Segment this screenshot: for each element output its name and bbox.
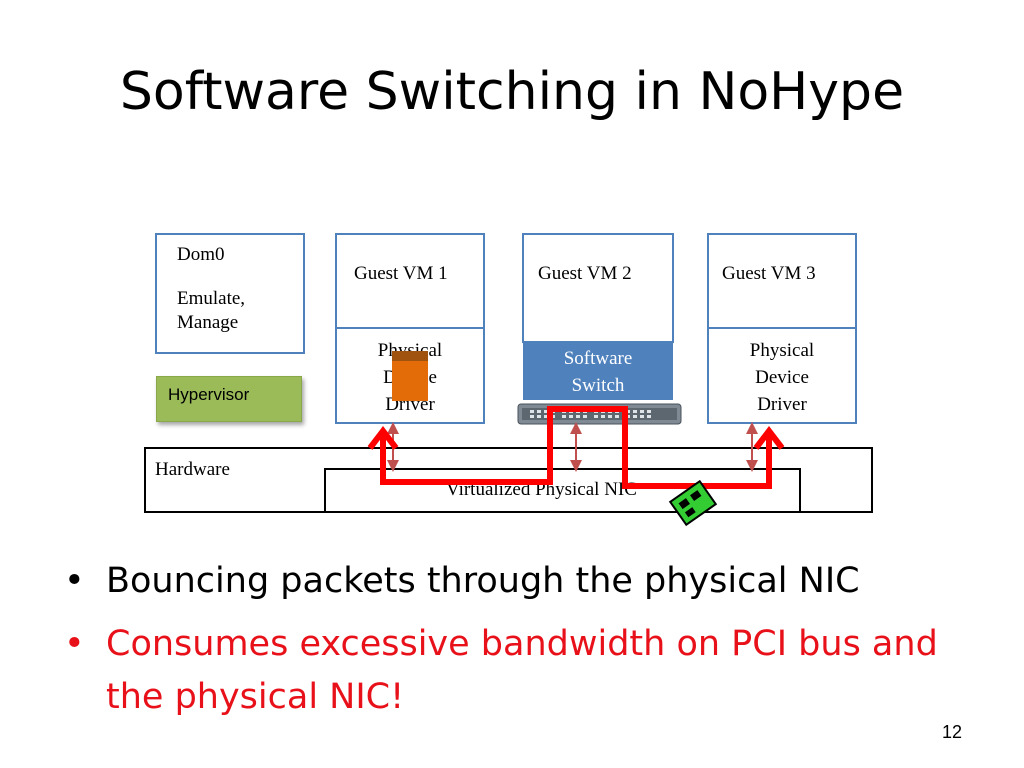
software-switch-line1: Software [563,348,633,369]
packet-bounce-path [367,406,785,489]
guest-vm-3-driver-box: Physical Device Driver [707,327,857,424]
bullet-text-1: Bouncing packets through the physical NI… [106,561,860,601]
dom0-role-line2: Manage [177,312,239,333]
dom0-role-line1: Emulate, [177,288,246,309]
bullet-text-2: Consumes excessive bandwidth on PCI bus … [106,624,938,717]
bullet-dot: • [64,624,85,664]
dom0-box: Dom0 Emulate, Manage [155,233,305,354]
guest-vm-3-label: Guest VM 3 [722,263,816,284]
guest-vm-1-box: Guest VM 1 [335,233,485,329]
slide-title: Software Switching in NoHype [119,62,905,122]
guest-vm-1-label: Guest VM 1 [354,263,448,284]
guest-vm-3-driver-line1: Physical [749,340,815,361]
dom0-label: Dom0 [177,244,225,265]
software-switch-box: Software Switch [523,341,673,400]
software-switch-line2: Switch [571,375,625,396]
guest-vm-2-box: Guest VM 2 [522,233,674,343]
hardware-label: Hardware [155,459,230,480]
nic-card-icon [668,479,718,527]
page-number: 12 [941,722,962,742]
guest-vm-3-driver-line2: Device [755,367,809,388]
guest-vm-3-driver-line3: Driver [757,394,807,415]
bullet-list: • Bouncing packets through the physical … [64,555,984,734]
guest-vm-2-label: Guest VM 2 [538,263,632,284]
hypervisor-box: Hypervisor [156,376,302,422]
guest-vm-3-box: Guest VM 3 [707,233,857,329]
bullet-item-1: • Bouncing packets through the physical … [64,555,984,608]
packet-icon [392,351,428,401]
bullet-dot: • [64,561,85,601]
bullet-item-2: • Consumes excessive bandwidth on PCI bu… [64,618,984,724]
